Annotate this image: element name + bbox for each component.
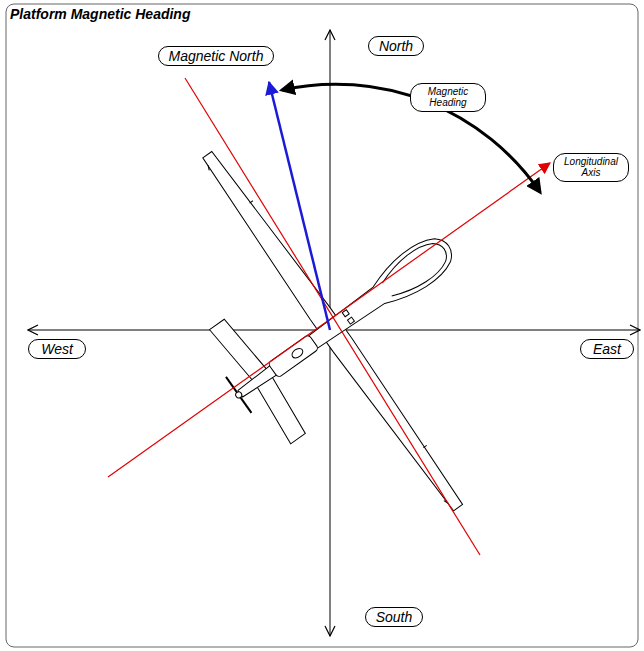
label-pill: West [28,339,86,359]
intake [290,346,304,359]
label-pill: North [368,36,424,56]
pill-text: West [39,341,75,357]
label-pill: Magnetic Heading [410,83,486,112]
engine [268,334,319,378]
label-pill: South [365,607,424,627]
label-pill: East [580,339,634,359]
pill-text: Magnetic Heading [419,86,477,109]
longitudinal-axis-line [108,163,550,477]
pill-text: Magnetic North [169,48,264,64]
frame [6,4,638,647]
label-pill: Longitudinal Axis [553,153,629,182]
label-pill: Magnetic North [158,46,275,66]
pill-text: Longitudinal Axis [562,156,620,179]
magnetic-north-arrow [269,82,330,330]
pill-text: South [376,609,413,625]
hub [235,391,243,399]
aircraft-drawing [112,71,575,575]
lateral-axis-line [185,78,480,555]
diagram-title: Platform Magnetic Heading [10,6,190,22]
pill-text: East [591,341,623,357]
nose-dome [378,236,454,303]
fuselage [229,229,461,410]
pill-text: North [379,38,413,54]
propeller [226,377,251,413]
wing [198,148,468,514]
